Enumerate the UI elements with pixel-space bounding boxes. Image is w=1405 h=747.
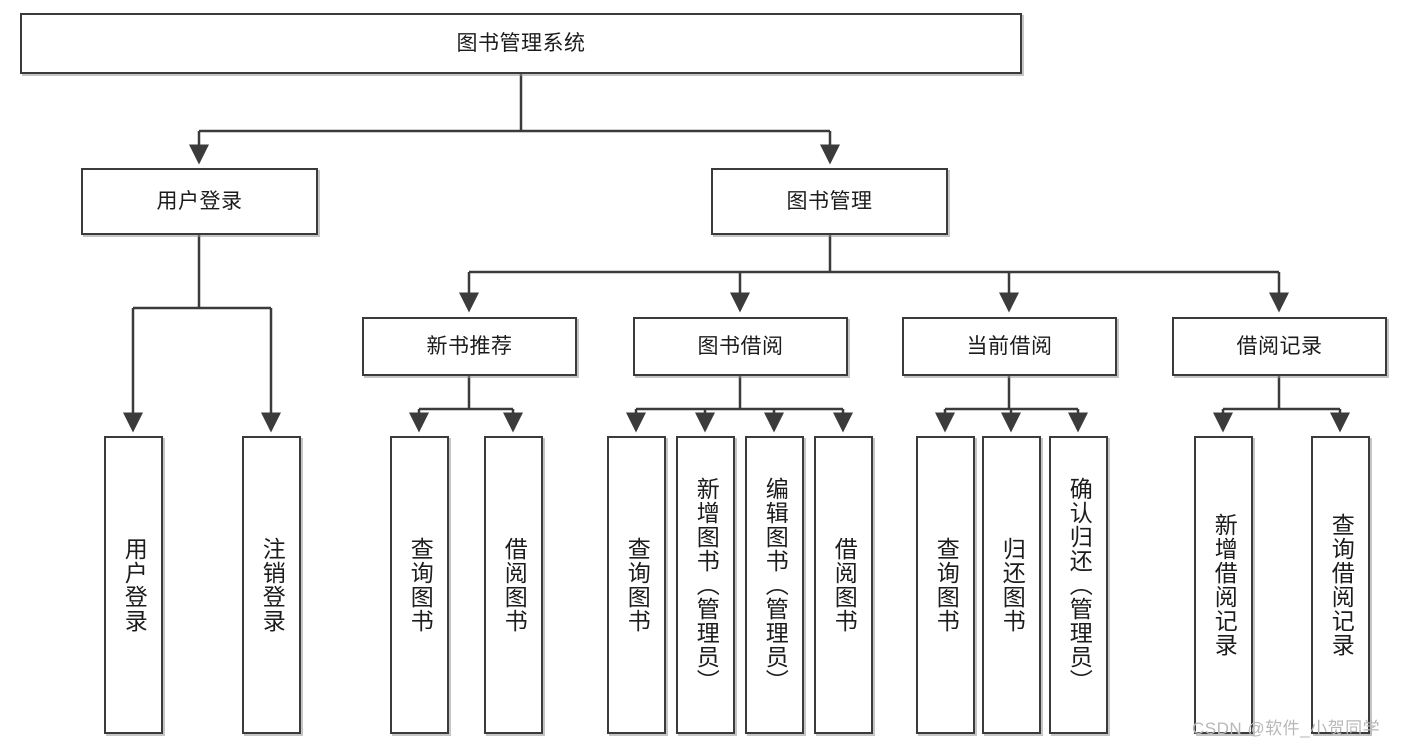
- node-book-manage[interactable]: 图书管理: [711, 168, 948, 235]
- node-user-login-label: 用户登录: [156, 189, 243, 213]
- watermark: CSDN @软件_小贺同学: [1192, 719, 1381, 738]
- node-leaf-user-login-label: 用户登录: [121, 537, 148, 633]
- node-leaf-add-book-label: 新增图书（管理员）: [693, 477, 720, 693]
- node-leaf-user-logout-label: 注销登录: [259, 537, 286, 633]
- node-new-book-rec[interactable]: 新书推荐: [362, 317, 577, 376]
- node-leaf-user-logout[interactable]: 注销登录: [242, 436, 301, 734]
- node-leaf-borrow-book-1[interactable]: 借阅图书: [484, 436, 543, 734]
- node-leaf-query-book-2[interactable]: 查询图书: [607, 436, 666, 734]
- node-leaf-query-book-2-label: 查询图书: [624, 537, 651, 633]
- node-leaf-confirm-return-label: 确认归还（管理员）: [1066, 477, 1093, 693]
- node-leaf-query-record-label: 查询借阅记录: [1328, 513, 1355, 657]
- node-book-manage-label: 图书管理: [786, 189, 873, 213]
- node-user-login[interactable]: 用户登录: [81, 168, 318, 235]
- node-leaf-query-book-3-label: 查询图书: [933, 537, 960, 633]
- node-book-borrow-label: 图书借阅: [697, 334, 784, 358]
- node-leaf-query-book-3[interactable]: 查询图书: [916, 436, 975, 734]
- node-current-borrow-label: 当前借阅: [966, 334, 1053, 358]
- node-borrow-record-label: 借阅记录: [1236, 334, 1323, 358]
- node-leaf-user-login[interactable]: 用户登录: [104, 436, 163, 734]
- node-leaf-query-record[interactable]: 查询借阅记录: [1311, 436, 1370, 734]
- node-leaf-borrow-book-2-label: 借阅图书: [831, 537, 858, 633]
- node-book-borrow[interactable]: 图书借阅: [633, 317, 848, 376]
- node-leaf-add-record-label: 新增借阅记录: [1211, 513, 1238, 657]
- node-new-book-rec-label: 新书推荐: [426, 334, 513, 358]
- node-leaf-query-book-1-label: 查询图书: [407, 537, 434, 633]
- node-leaf-query-book-1[interactable]: 查询图书: [390, 436, 449, 734]
- node-leaf-confirm-return[interactable]: 确认归还（管理员）: [1049, 436, 1108, 734]
- node-leaf-return-book-label: 归还图书: [999, 537, 1026, 633]
- node-leaf-borrow-book-1-label: 借阅图书: [501, 537, 528, 633]
- node-leaf-return-book[interactable]: 归还图书: [982, 436, 1041, 734]
- node-leaf-add-book[interactable]: 新增图书（管理员）: [676, 436, 735, 734]
- node-current-borrow[interactable]: 当前借阅: [902, 317, 1117, 376]
- node-leaf-edit-book[interactable]: 编辑图书（管理员）: [745, 436, 804, 734]
- node-leaf-borrow-book-2[interactable]: 借阅图书: [814, 436, 873, 734]
- node-root[interactable]: 图书管理系统: [20, 13, 1022, 74]
- node-borrow-record[interactable]: 借阅记录: [1172, 317, 1387, 376]
- node-leaf-edit-book-label: 编辑图书（管理员）: [762, 477, 789, 693]
- node-leaf-add-record[interactable]: 新增借阅记录: [1194, 436, 1253, 734]
- node-root-label: 图书管理系统: [456, 31, 586, 55]
